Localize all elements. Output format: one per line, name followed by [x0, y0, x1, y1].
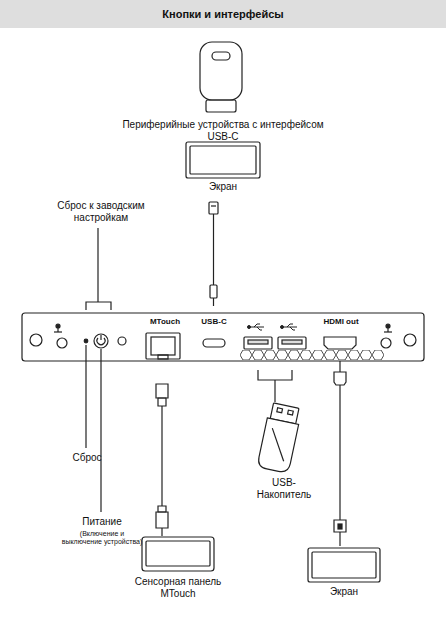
callout-note: (Включение и выключение устройства): [60, 530, 144, 547]
port-label: USB-C: [192, 317, 236, 327]
title-band: Кнопки и интерфейсы: [0, 0, 446, 28]
device-label: USB-Накопитель: [245, 477, 323, 501]
device-label: Периферийные устройства с интерфейсом US…: [110, 119, 336, 143]
callout-label: Сброс к заводским настройкам: [46, 200, 156, 224]
device-label: Сенсорная панель MTouch: [118, 576, 238, 600]
device-label: Экран: [294, 586, 394, 598]
title: Кнопки и интерфейсы: [162, 8, 283, 20]
device-label: Экран: [173, 181, 273, 193]
callout-label: Питание: [66, 516, 138, 528]
port-label: HDMI out: [315, 317, 367, 327]
callout-label: Сброс: [60, 452, 114, 464]
port-label: MTouch: [140, 317, 190, 327]
